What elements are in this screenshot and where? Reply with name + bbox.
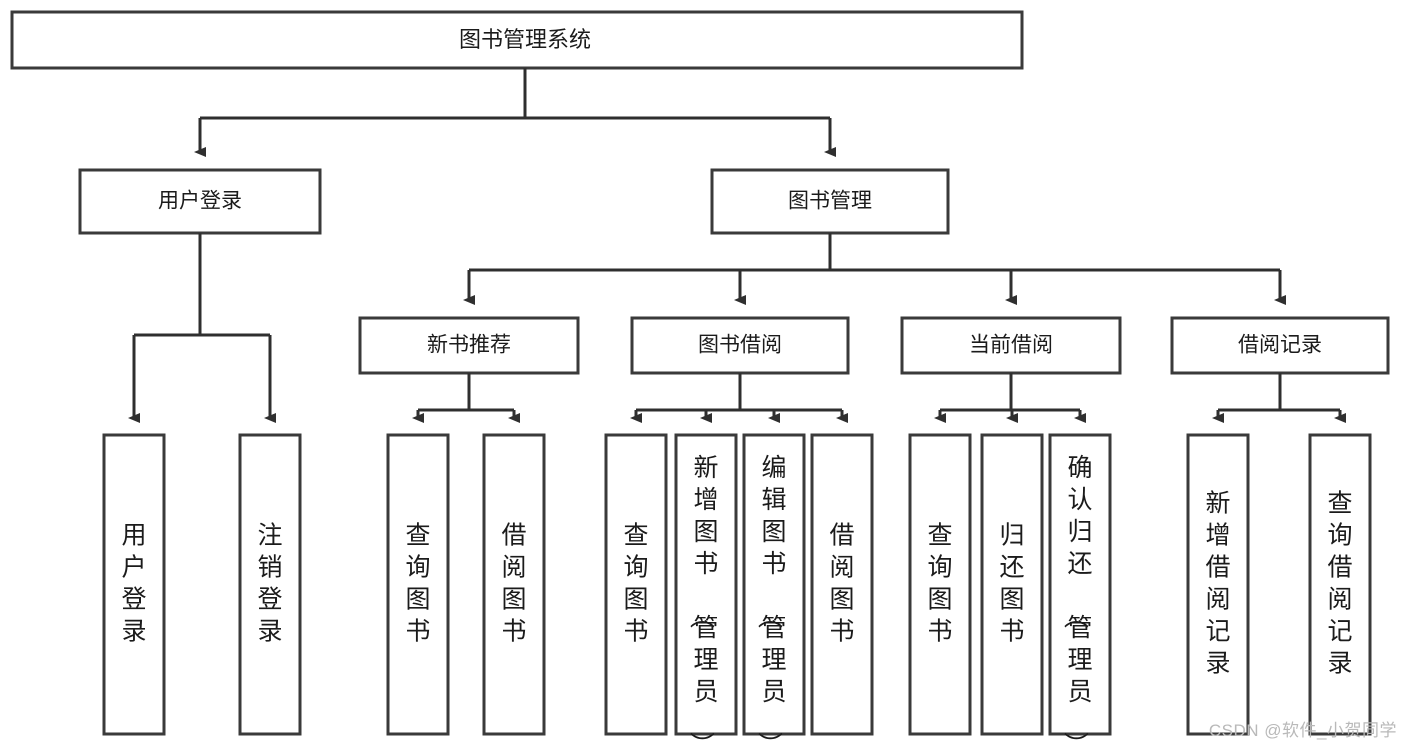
node-new-book-recommend-label: 新书推荐 bbox=[427, 334, 511, 357]
connector-book-borrow-to-leaves bbox=[630, 373, 848, 423]
node-book-management[interactable]: 图书管理 bbox=[710, 168, 950, 235]
leaf-node-label: 编辑图书（管理员） bbox=[755, 454, 786, 747]
leaf-node-current_borrow-1[interactable]: 归还图书 bbox=[980, 433, 1044, 736]
leaf-node-box bbox=[908, 433, 972, 736]
leaf-node-layer: 用户登录 注销登录 查询图书 借阅图书 查询图书 新增图书（管理员） 编辑图书（管理员） 借阅… bbox=[102, 433, 1372, 747]
node-user-login-box bbox=[78, 168, 322, 235]
leaf-node-label: 确认归还（管理员） bbox=[1061, 454, 1092, 747]
node-book-borrow[interactable]: 图书借阅 bbox=[630, 316, 850, 375]
leaf-node-user_login-0[interactable]: 用户登录 bbox=[102, 433, 166, 736]
node-user-login-label: 用户登录 bbox=[158, 190, 242, 213]
node-current-borrow-box bbox=[900, 316, 1122, 375]
leaf-node-box bbox=[742, 433, 806, 736]
leaf-node-box bbox=[386, 433, 450, 736]
connector-borrow-record-to-leaves bbox=[1212, 373, 1346, 423]
leaf-node-box bbox=[604, 433, 668, 736]
leaf-node-borrow_record-1[interactable]: 查询借阅记录 bbox=[1308, 433, 1372, 736]
leaf-node-label: 归还图书 bbox=[999, 521, 1024, 645]
leaf-node-label: 查询图书 bbox=[405, 521, 430, 645]
connector-user-login-to-leaves bbox=[128, 233, 276, 423]
node-root-box bbox=[10, 10, 1024, 70]
leaf-node-new_book_recommend-0[interactable]: 查询图书 bbox=[386, 433, 450, 736]
leaf-node-box bbox=[482, 433, 546, 736]
node-current-borrow-label: 当前借阅 bbox=[969, 334, 1053, 357]
node-borrow-record-label: 借阅记录 bbox=[1238, 334, 1322, 357]
node-current-borrow[interactable]: 当前借阅 bbox=[900, 316, 1122, 375]
leaf-node-current_borrow-0[interactable]: 查询图书 bbox=[908, 433, 972, 736]
leaf-node-label: 新增借阅记录 bbox=[1205, 489, 1230, 677]
leaf-node-box bbox=[674, 433, 738, 736]
node-root-label: 图书管理系统 bbox=[459, 27, 591, 52]
leaf-node-user_login-1[interactable]: 注销登录 bbox=[238, 433, 302, 736]
leaf-node-label: 借阅图书 bbox=[501, 521, 526, 645]
leaf-node-box bbox=[1308, 433, 1372, 736]
leaf-node-box bbox=[810, 433, 874, 736]
leaf-node-book_borrow-3[interactable]: 借阅图书 bbox=[810, 433, 874, 736]
leaf-node-book_borrow-0[interactable]: 查询图书 bbox=[604, 433, 668, 736]
leaf-node-book_borrow-2[interactable]: 编辑图书（管理员） bbox=[742, 433, 806, 747]
leaf-node-book_borrow-1[interactable]: 新增图书（管理员） bbox=[674, 433, 738, 747]
leaf-node-box bbox=[238, 433, 302, 736]
leaf-node-label: 借阅图书 bbox=[829, 521, 854, 645]
leaf-node-label: 注销登录 bbox=[257, 521, 282, 645]
leaf-node-label: 用户登录 bbox=[121, 521, 146, 645]
leaf-node-borrow_record-0[interactable]: 新增借阅记录 bbox=[1186, 433, 1250, 736]
connector-current-borrow-to-leaves bbox=[934, 373, 1086, 423]
node-borrow-record[interactable]: 借阅记录 bbox=[1170, 316, 1390, 375]
node-root[interactable]: 图书管理系统 bbox=[10, 10, 1024, 70]
node-new-book-recommend[interactable]: 新书推荐 bbox=[358, 316, 580, 375]
leaf-node-label: 查询图书 bbox=[623, 521, 648, 645]
leaf-node-box bbox=[1186, 433, 1250, 736]
node-book-management-label: 图书管理 bbox=[788, 190, 872, 213]
leaf-node-new_book_recommend-1[interactable]: 借阅图书 bbox=[482, 433, 546, 736]
connector-book-management-to-level2 bbox=[463, 233, 1286, 305]
leaf-node-label: 查询借阅记录 bbox=[1327, 489, 1352, 677]
node-book-borrow-label: 图书借阅 bbox=[698, 334, 782, 357]
node-new-book-recommend-box bbox=[358, 316, 580, 375]
leaf-node-current_borrow-2[interactable]: 确认归还（管理员） bbox=[1048, 433, 1112, 747]
leaf-node-box bbox=[1048, 433, 1112, 736]
leaf-node-label: 查询图书 bbox=[927, 521, 952, 645]
leaf-node-box bbox=[102, 433, 166, 736]
node-user-login[interactable]: 用户登录 bbox=[78, 168, 322, 235]
leaf-node-label: 新增图书（管理员） bbox=[687, 454, 718, 747]
connector-root-to-level1 bbox=[194, 68, 836, 157]
connector-new-book-recommend-to-leaves bbox=[412, 373, 520, 423]
leaf-node-box bbox=[980, 433, 1044, 736]
